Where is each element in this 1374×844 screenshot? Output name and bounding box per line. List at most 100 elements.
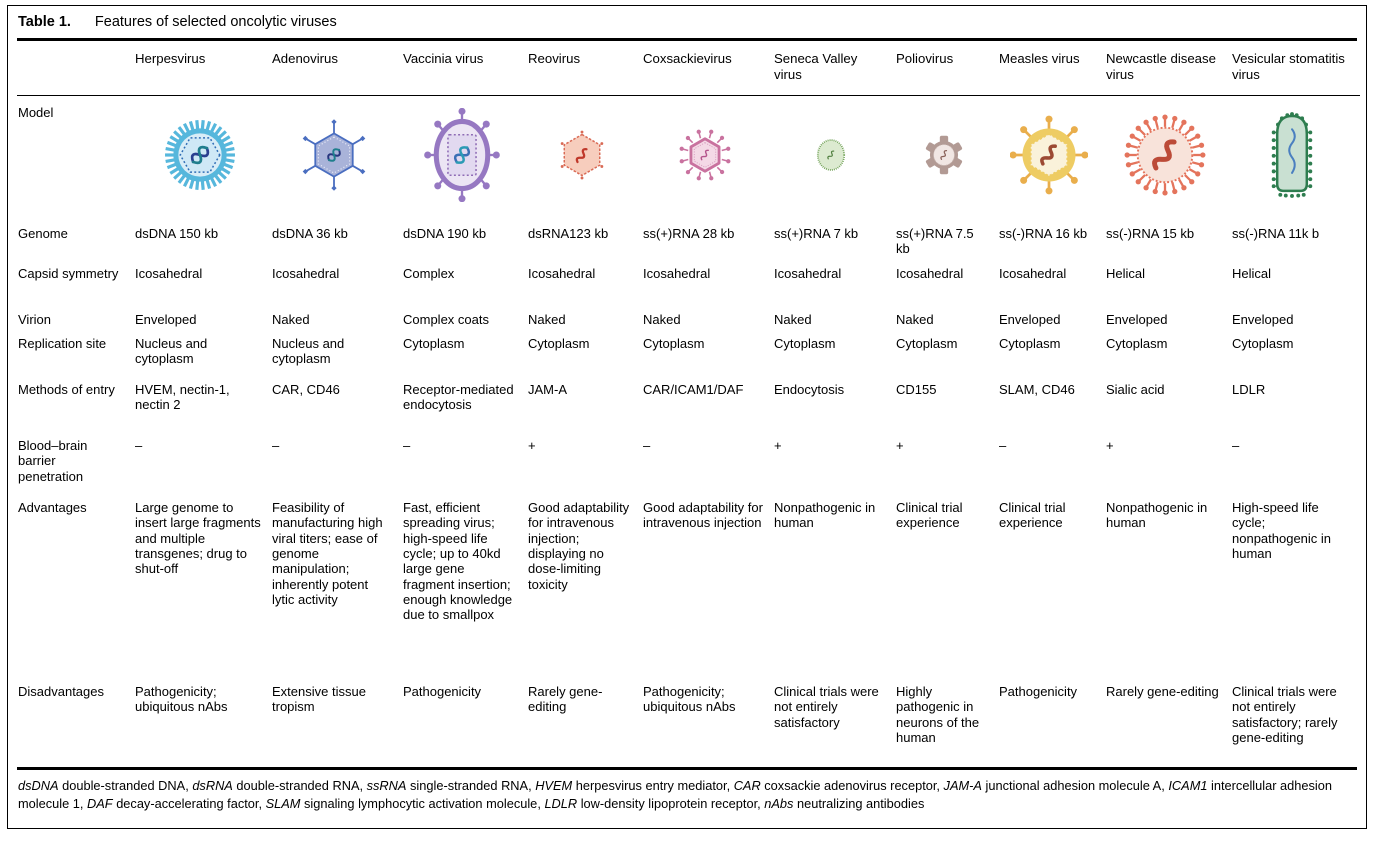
cell-advantages-0: Large genome to insert large fragments a…: [135, 499, 261, 577]
row-label-advantages: Advantages: [18, 499, 87, 515]
column-header: Coxsackievirus: [643, 41, 774, 96]
cell-virion-1: Naked: [272, 311, 310, 327]
cell-capsid-symmetry-0: Icosahedral: [135, 265, 203, 281]
row-label-genome: Genome: [18, 226, 68, 241]
cell-capsid-symmetry-4: Icosahedral: [643, 265, 711, 281]
table-title: Table 1. Features of selected oncolytic v…: [17, 6, 1357, 41]
cell-methods-of-entry-2: Receptor-mediated endocytosis: [403, 381, 514, 413]
footnote-definition: double-stranded RNA: [236, 777, 360, 793]
footnote-definition: single-stranded RNA: [410, 777, 529, 793]
footnote-definition: neutralizing antibodies: [797, 796, 925, 812]
cell-methods-of-entry-8: Sialic acid: [1106, 381, 1165, 397]
cell-advantages-9: High-speed life cycle; nonpathogenic in …: [1232, 499, 1332, 561]
cell-replication-site-8: Cytoplasm: [1106, 335, 1168, 351]
cell-methods-of-entry-0: HVEM, nectin-1, nectin 2: [135, 381, 230, 413]
newcastle-disease-virion-icon: [1121, 111, 1209, 202]
cell-capsid-symmetry-7: Icosahedral: [999, 265, 1067, 281]
cell-advantages-1: Feasibility of manufacturing high viral …: [272, 499, 383, 607]
table-caption: Features of selected oncolytic viruses: [94, 14, 337, 30]
coxsackievirus-virion-icon: [677, 127, 733, 186]
column-header: Poliovirus: [896, 41, 999, 96]
cell-bbb-penetration-3: +: [528, 437, 536, 453]
cell-methods-of-entry-1: CAR, CD46: [272, 381, 340, 397]
cell-methods-of-entry-3: JAM-A: [528, 381, 567, 397]
column-header: Vaccinia virus: [403, 41, 528, 96]
cell-replication-site-9: Cytoplasm: [1232, 335, 1294, 351]
cell-replication-site-5: Cytoplasm: [774, 335, 836, 351]
table-number: Table 1.: [18, 14, 71, 30]
footnote-definition: decay-accelerating factor: [116, 796, 259, 812]
row-label-disadvantages: Disadvantages: [18, 683, 104, 699]
cell-virion-8: Enveloped: [1106, 311, 1168, 327]
corner-cell: [17, 41, 135, 96]
cell-bbb-penetration-6: +: [896, 437, 904, 453]
cell-genome-8: ss(-)RNA 15 kb: [1106, 226, 1195, 241]
table-row-capsid-symmetry: Capsid symmetry Icosahedral Icosahedral Com…: [17, 257, 1360, 303]
cell-bbb-penetration-1: –: [272, 437, 280, 453]
row-label-bbb-penetration: Blood–brain barrier penetration: [18, 437, 88, 484]
cell-disadvantages-2: Pathogenicity: [403, 683, 482, 699]
cell-genome-7: ss(-)RNA 16 kb: [999, 226, 1088, 241]
cell-replication-site-1: Nucleus and cytoplasm: [272, 335, 345, 367]
cell-disadvantages-4: Pathogenicity; ubiquitous nAbs: [643, 683, 736, 715]
footnote-term: nAbs: [764, 796, 794, 812]
footnote-definition: coxsackie adenovirus receptor: [764, 777, 937, 793]
footnote-term: SLAM: [265, 796, 301, 812]
footnote-definition: intercellular adhesion molecule 1: [18, 777, 1332, 812]
column-header: Seneca Valley virus: [774, 41, 896, 96]
cell-disadvantages-1: Extensive tissue tropism: [272, 683, 366, 715]
table-row-advantages: Advantages Large genome to insert large f…: [17, 491, 1360, 675]
cell-genome-4: ss(+)RNA 28 kb: [643, 226, 735, 241]
column-header: Reovirus: [528, 41, 643, 96]
cell-bbb-penetration-9: –: [1232, 437, 1240, 453]
herpesvirus-virion-icon: [162, 117, 238, 196]
cell-capsid-symmetry-9: Helical: [1232, 265, 1272, 281]
cell-advantages-5: Nonpathogenic in human: [774, 499, 876, 531]
row-label-capsid-symmetry: Capsid symmetry: [18, 265, 119, 281]
model-cell: [1106, 95, 1232, 217]
reovirus-virion-icon: [551, 124, 613, 189]
cell-virion-4: Naked: [643, 311, 681, 327]
cell-disadvantages-6: Highly pathogenic in neurons of the huma…: [896, 683, 980, 745]
table-frame: Table 1. Features of selected oncolytic v…: [7, 5, 1367, 829]
cell-replication-site-2: Cytoplasm: [403, 335, 465, 351]
cell-capsid-symmetry-8: Helical: [1106, 265, 1146, 281]
footnote-definition: signaling lymphocytic activation molecul…: [304, 796, 538, 812]
cell-methods-of-entry-7: SLAM, CD46: [999, 381, 1075, 397]
measles-virion-icon: [1009, 115, 1088, 198]
table-row-disadvantages: Disadvantages Pathogenicity; ubiquitous n…: [17, 675, 1360, 767]
cell-genome-9: ss(-)RNA 11k b: [1232, 226, 1320, 241]
column-header: Herpesvirus: [135, 41, 272, 96]
cell-capsid-symmetry-6: Icosahedral: [896, 265, 964, 281]
footnote: dsDNA double-stranded DNA, dsRNA double-…: [17, 766, 1357, 821]
footnote-definition: low-density lipoprotein receptor: [580, 796, 758, 812]
cell-replication-site-0: Nucleus and cytoplasm: [135, 335, 208, 367]
cell-replication-site-4: Cytoplasm: [643, 335, 705, 351]
footnote-term: ICAM1: [1168, 777, 1208, 793]
cell-virion-6: Naked: [896, 311, 934, 327]
cell-advantages-2: Fast, efficient spreading virus; high-sp…: [403, 499, 513, 623]
cell-capsid-symmetry-5: Icosahedral: [774, 265, 842, 281]
model-cell: [774, 95, 896, 217]
table-row-bbb-penetration: Blood–brain barrier penetration–––+–++–+…: [17, 429, 1360, 491]
cell-disadvantages-3: Rarely gene-editing: [528, 683, 603, 715]
poliovirus-virion-icon: [918, 128, 970, 185]
cell-capsid-symmetry-2: Complex: [403, 265, 455, 281]
cell-disadvantages-8: Rarely gene-editing: [1106, 683, 1219, 699]
footnote-definition: herpesvirus entry mediator: [575, 777, 727, 793]
cell-disadvantages-5: Clinical trials were not entirely satisf…: [774, 683, 879, 730]
cell-advantages-8: Nonpathogenic in human: [1106, 499, 1208, 531]
cell-disadvantages-7: Pathogenicity: [999, 683, 1078, 699]
model-cell: [999, 95, 1106, 217]
cell-replication-site-3: Cytoplasm: [528, 335, 590, 351]
adenovirus-virion-icon: [298, 118, 370, 194]
cell-virion-2: Complex coats: [403, 311, 489, 327]
model-cell: [896, 95, 999, 217]
footnote-term: ssRNA: [366, 777, 407, 793]
cell-bbb-penetration-0: –: [135, 437, 143, 453]
model-cell: [643, 95, 774, 217]
cell-virion-0: Enveloped: [135, 311, 197, 327]
